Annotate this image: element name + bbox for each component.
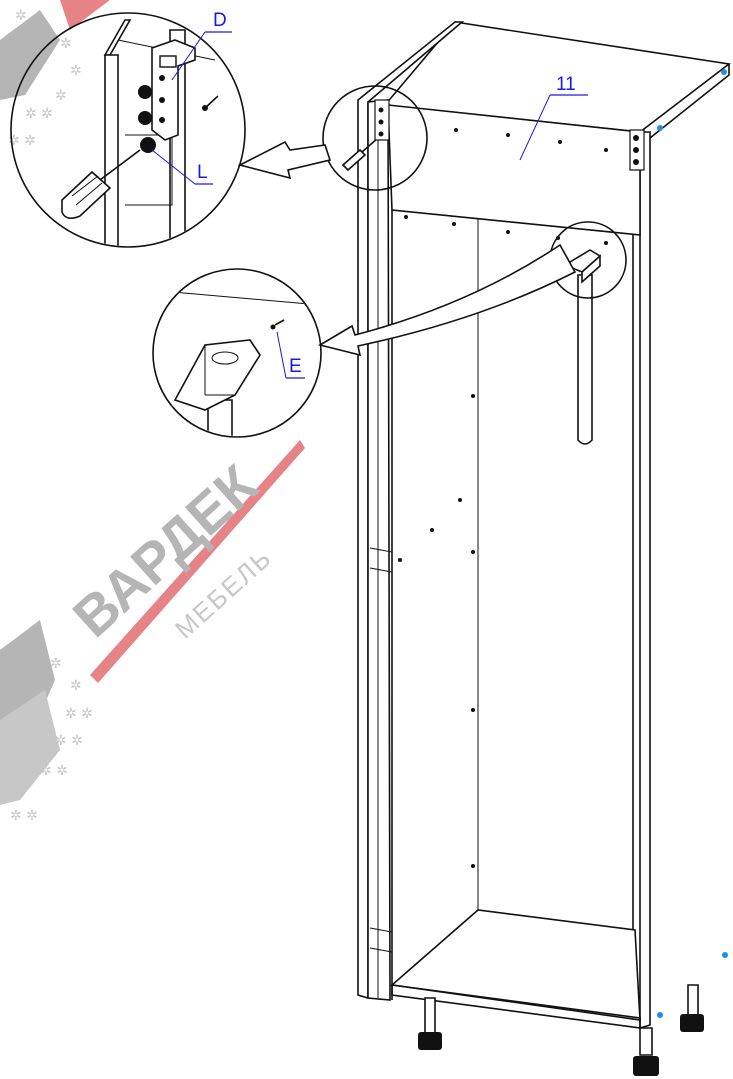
- watermark-brand: ВАРДЕК: [61, 452, 270, 649]
- svg-text:✲: ✲: [15, 8, 27, 24]
- svg-text:✲ ✲: ✲ ✲: [55, 733, 83, 749]
- svg-text:✲: ✲: [50, 656, 62, 672]
- svg-text:✲: ✲: [60, 36, 72, 52]
- zoom-detail-bracket: [10, 12, 246, 248]
- legs: [418, 984, 704, 1076]
- svg-text:E: E: [289, 356, 302, 377]
- cabinet: [357, 21, 731, 1076]
- bracket-d: [151, 39, 196, 141]
- hammer: [563, 249, 602, 445]
- arrow-to-hammer-detail: [317, 243, 577, 357]
- svg-text:D: D: [213, 10, 227, 31]
- hammer-head: [173, 339, 261, 411]
- svg-text:✲ ✲: ✲ ✲: [25, 106, 53, 122]
- corner-bracket-left: [374, 99, 390, 141]
- callout-e: E: [276, 331, 305, 379]
- screwdriver-handle: [61, 170, 112, 220]
- detail-marker-top: [322, 85, 428, 191]
- corner-bracket-right: [629, 129, 645, 171]
- svg-text:✲: ✲: [70, 678, 82, 694]
- arrow-to-bracket-detail: [237, 140, 332, 180]
- svg-text:✲ ✲: ✲ ✲: [65, 706, 93, 722]
- svg-text:✲ ✲: ✲ ✲: [40, 763, 68, 779]
- svg-text:✲: ✲: [70, 63, 82, 79]
- callout-d: D: [171, 10, 232, 81]
- svg-text:L: L: [197, 162, 208, 183]
- svg-text:✲ ✲: ✲ ✲: [10, 808, 38, 824]
- svg-text:✲: ✲: [55, 88, 67, 104]
- svg-text:✲ ✲: ✲ ✲: [8, 133, 36, 149]
- leveling-markers: [657, 69, 728, 1018]
- svg-text:11: 11: [556, 74, 576, 95]
- zoom-detail-hammer: [152, 268, 322, 438]
- right-side-panel: [639, 131, 651, 1030]
- callout-l: L: [151, 149, 213, 185]
- callout-11: 11: [519, 74, 588, 161]
- fastener-holes: [398, 128, 608, 868]
